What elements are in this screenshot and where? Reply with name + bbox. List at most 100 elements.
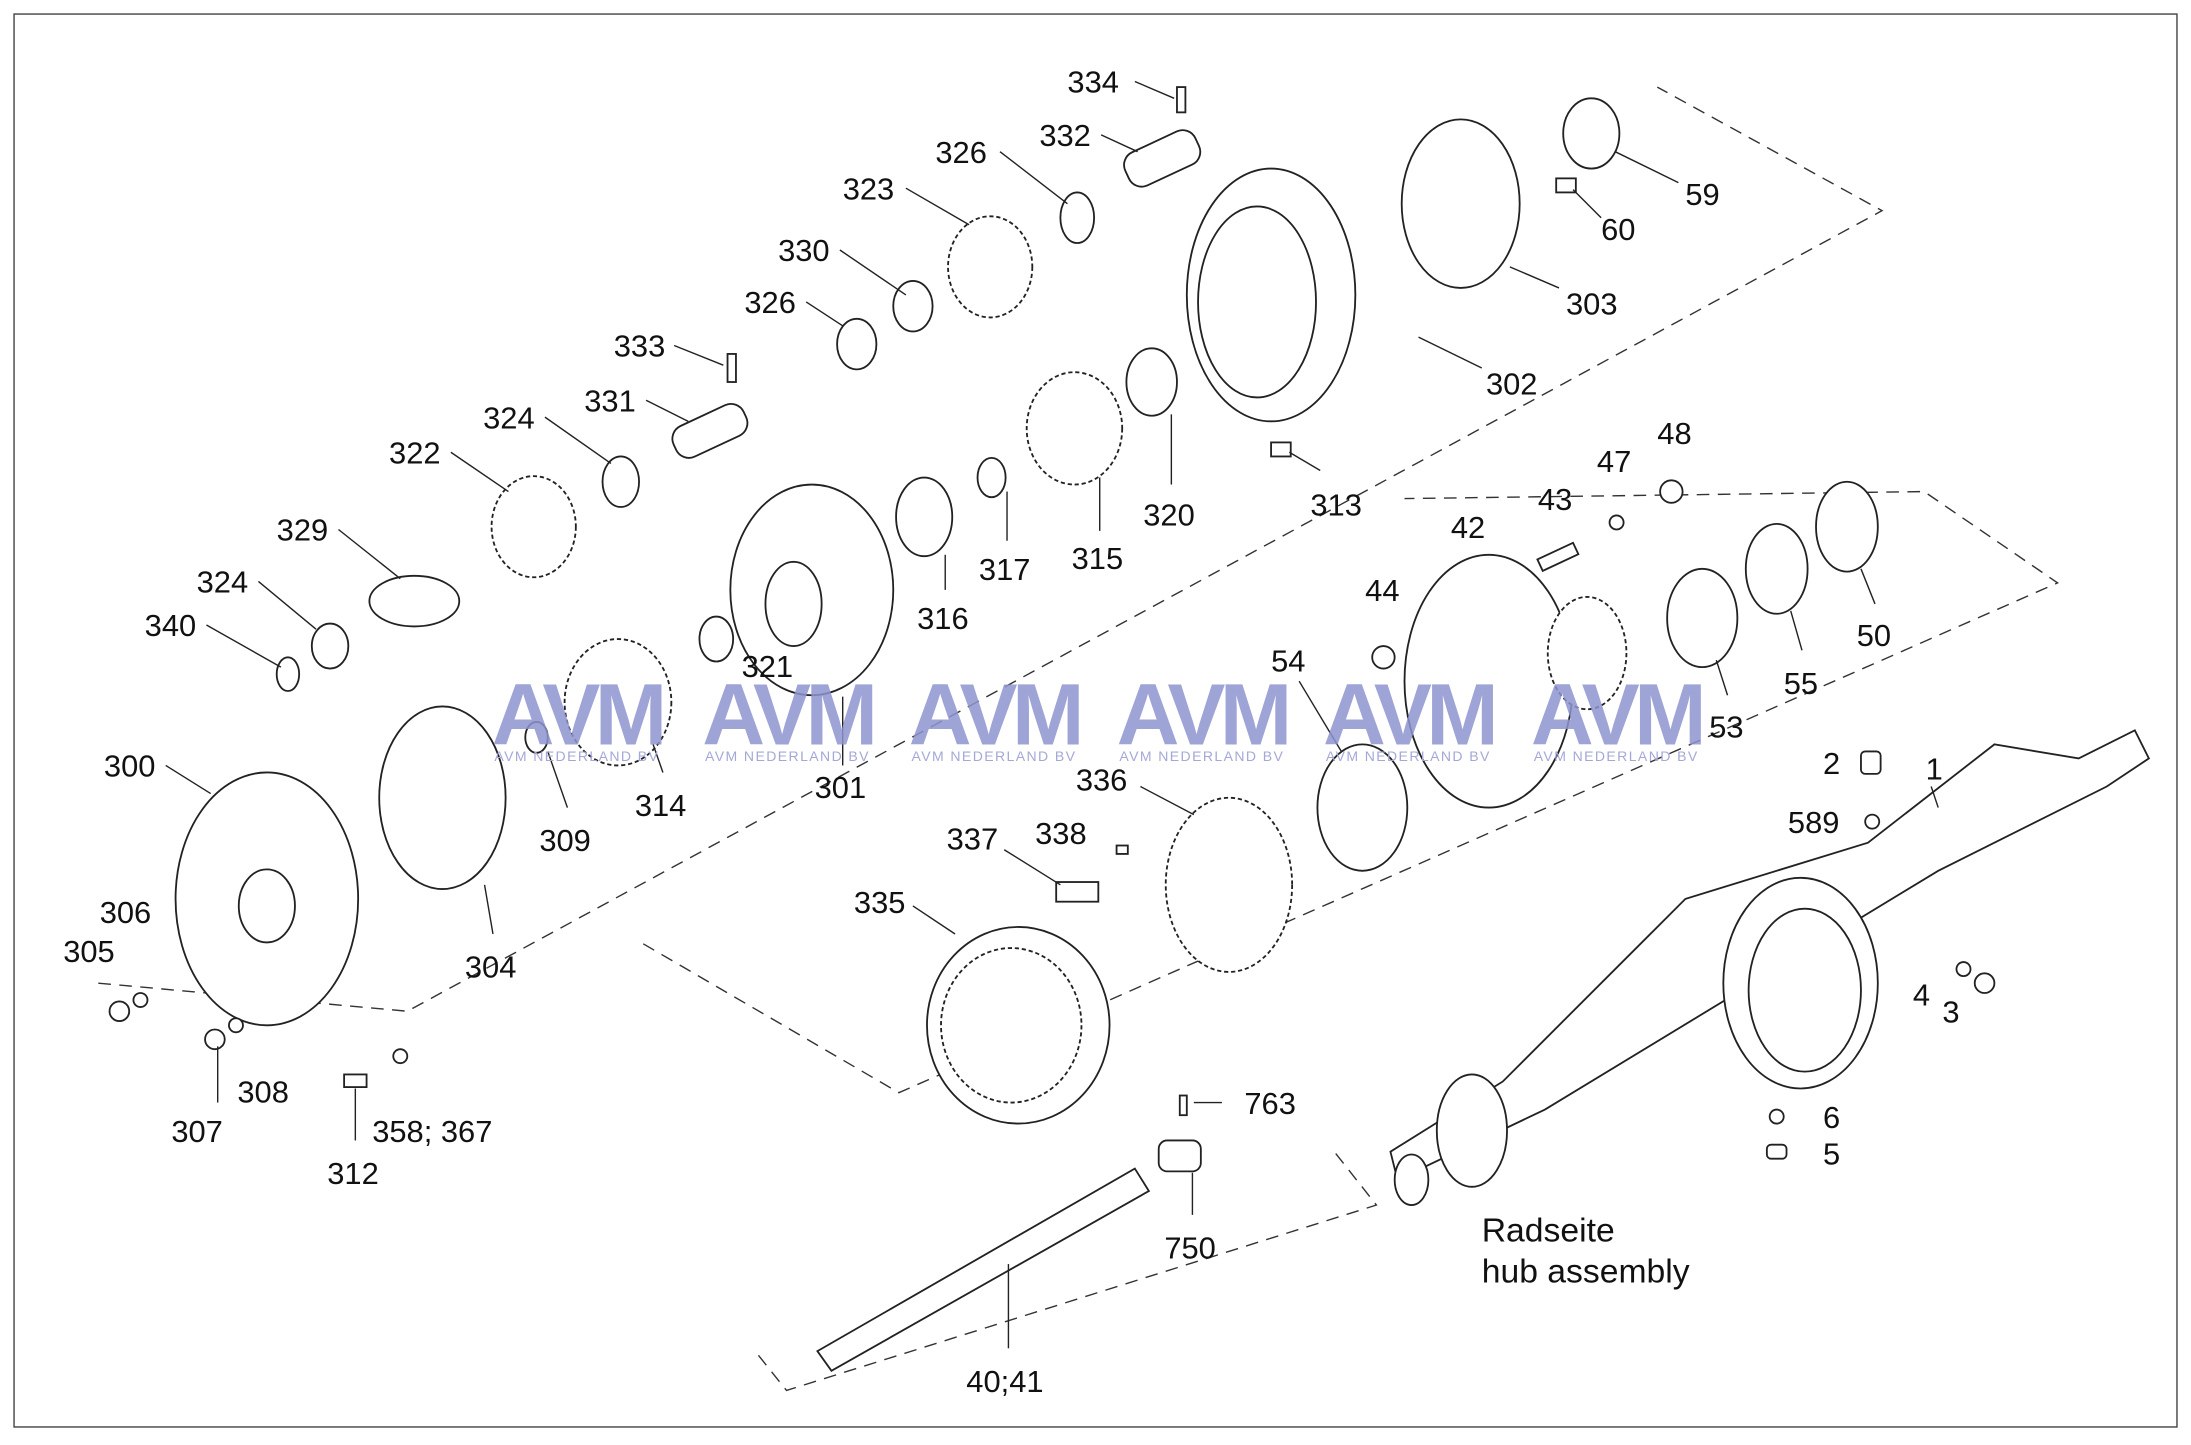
bolt-338: [1115, 844, 1129, 855]
ring-317: [976, 456, 1007, 499]
o-ring-304: [378, 705, 507, 890]
part-label: 336: [1076, 763, 1128, 798]
part-label: 1: [1926, 751, 1943, 786]
seal-50: [1815, 480, 1879, 573]
svg-text:AVM: AVM: [909, 666, 1079, 763]
washer-324b: [310, 622, 350, 670]
ring-gear-336: [1164, 796, 1294, 973]
caption-hub-assembly: hub assembly: [1482, 1252, 1690, 1290]
part-label: 309: [539, 823, 591, 858]
part-label: 589: [1788, 805, 1840, 840]
part-label: 322: [389, 435, 441, 470]
ring-340: [275, 656, 301, 692]
svg-text:AVM NEDERLAND BV: AVM NEDERLAND BV: [1534, 748, 1699, 764]
part-label: 320: [1143, 497, 1195, 532]
part-label: 321: [742, 649, 794, 684]
part-label: 302: [1486, 367, 1538, 402]
part-label: 323: [843, 171, 895, 206]
svg-text:AVM NEDERLAND BV: AVM NEDERLAND BV: [1326, 748, 1491, 764]
part-label: 301: [815, 770, 867, 805]
svg-text:AVM: AVM: [702, 666, 872, 763]
part-label: 326: [744, 285, 796, 320]
washer-326: [1059, 191, 1096, 244]
plate-337: [1055, 881, 1100, 903]
part-label: 750: [1164, 1230, 1216, 1265]
plug-305: [108, 1000, 131, 1022]
washer-309: [524, 721, 549, 754]
pin-334: [1176, 86, 1187, 114]
frame-border: [13, 13, 2178, 1428]
part-label: 306: [100, 895, 152, 930]
svg-text:AVM NEDERLAND BV: AVM NEDERLAND BV: [494, 748, 659, 764]
pin-331: [671, 402, 749, 459]
o-ring-303: [1400, 118, 1521, 289]
nut-48: [1659, 479, 1684, 504]
parts: [108, 86, 2151, 1372]
part-label: 47: [1597, 444, 1631, 479]
part-label: 333: [614, 329, 666, 364]
gear-322: [490, 475, 577, 579]
caption-radseite: Radseite: [1482, 1212, 1615, 1250]
part-labels: 334 332 326 323 330 326 333 331 324 322 …: [63, 65, 1959, 1399]
nut-44: [1371, 645, 1396, 670]
bearing-330: [892, 279, 934, 333]
svg-text:AVM NEDERLAND BV: AVM NEDERLAND BV: [1119, 748, 1284, 764]
part-label: 54: [1271, 643, 1305, 678]
part-label: 40;41: [966, 1364, 1043, 1399]
svg-text:AVM: AVM: [492, 666, 662, 763]
plug-307: [204, 1028, 226, 1051]
gear-323: [947, 215, 1034, 319]
svg-text:AVM: AVM: [1117, 666, 1287, 763]
gear-315: [1025, 371, 1124, 486]
race-55: [1744, 522, 1809, 615]
part-label: 305: [63, 934, 115, 969]
bearing-329: [368, 574, 461, 628]
part-label: 42: [1451, 510, 1485, 545]
part-label: 43: [1538, 482, 1572, 517]
part-label: 316: [917, 601, 969, 636]
part-label: 317: [979, 552, 1031, 587]
bushing-750: [1157, 1139, 1202, 1173]
part-label: 312: [327, 1156, 379, 1191]
breather-2: [1860, 750, 1882, 775]
washer-321: [698, 615, 735, 663]
gear-314: [563, 638, 673, 767]
part-label: 3: [1942, 994, 1959, 1029]
nut-59: [1562, 97, 1621, 170]
part-label: 329: [277, 513, 329, 548]
part-label: 4: [1913, 978, 1930, 1013]
part-label: 55: [1784, 666, 1818, 701]
part-label: 304: [465, 950, 517, 985]
part-label: 44: [1365, 573, 1399, 608]
part-label: 2: [1823, 746, 1840, 781]
snap-ring-316: [895, 476, 954, 558]
part-label: 60: [1601, 212, 1635, 247]
part-label: 5: [1823, 1136, 1840, 1171]
plug-3: [1973, 972, 1996, 994]
part-label: 314: [635, 788, 687, 823]
svg-text:AVM: AVM: [1531, 666, 1701, 763]
stud-43: [1536, 541, 1580, 573]
part-label: 332: [1039, 118, 1091, 153]
leader-lines: [165, 80, 1939, 1349]
part-label: 300: [104, 749, 156, 784]
seal-308: [228, 1017, 244, 1034]
ring-589: [1864, 813, 1881, 830]
part-label: 303: [1566, 287, 1618, 322]
part-label: 334: [1067, 65, 1119, 100]
part-label: 315: [1072, 541, 1124, 576]
pin-332: [1123, 129, 1202, 188]
seal-6: [1768, 1108, 1785, 1125]
bearing-53: [1666, 567, 1739, 669]
ring-320: [1125, 347, 1178, 417]
part-label: 307: [171, 1114, 223, 1149]
part-label: 53: [1709, 709, 1743, 744]
part-label: 308: [237, 1075, 289, 1110]
seal-306: [132, 992, 149, 1008]
bolt-60: [1555, 177, 1577, 194]
svg-text:AVM: AVM: [1323, 666, 1493, 763]
bolt-312: [343, 1073, 368, 1088]
plug-5: [1765, 1143, 1788, 1160]
part-label: 313: [1310, 487, 1362, 522]
